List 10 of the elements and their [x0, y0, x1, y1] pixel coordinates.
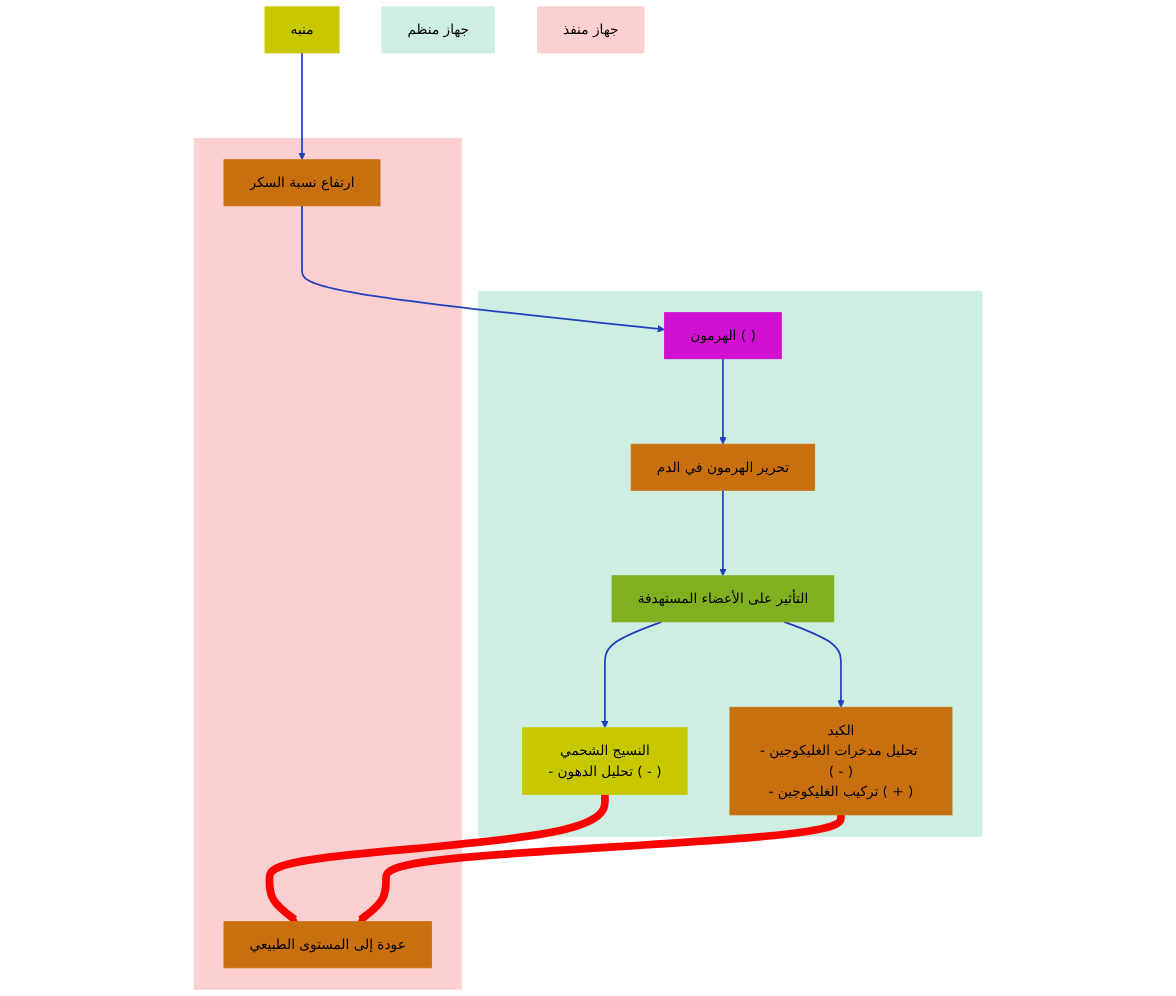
cluster	[478, 290, 983, 837]
arrow	[301, 205, 665, 333]
arrow	[265, 794, 609, 923]
cluster	[193, 137, 462, 990]
arrow	[357, 814, 845, 923]
arrow	[719, 489, 727, 577]
arrow	[298, 52, 306, 161]
arrow	[783, 621, 845, 708]
arrow	[601, 621, 663, 729]
arrow	[719, 357, 727, 445]
